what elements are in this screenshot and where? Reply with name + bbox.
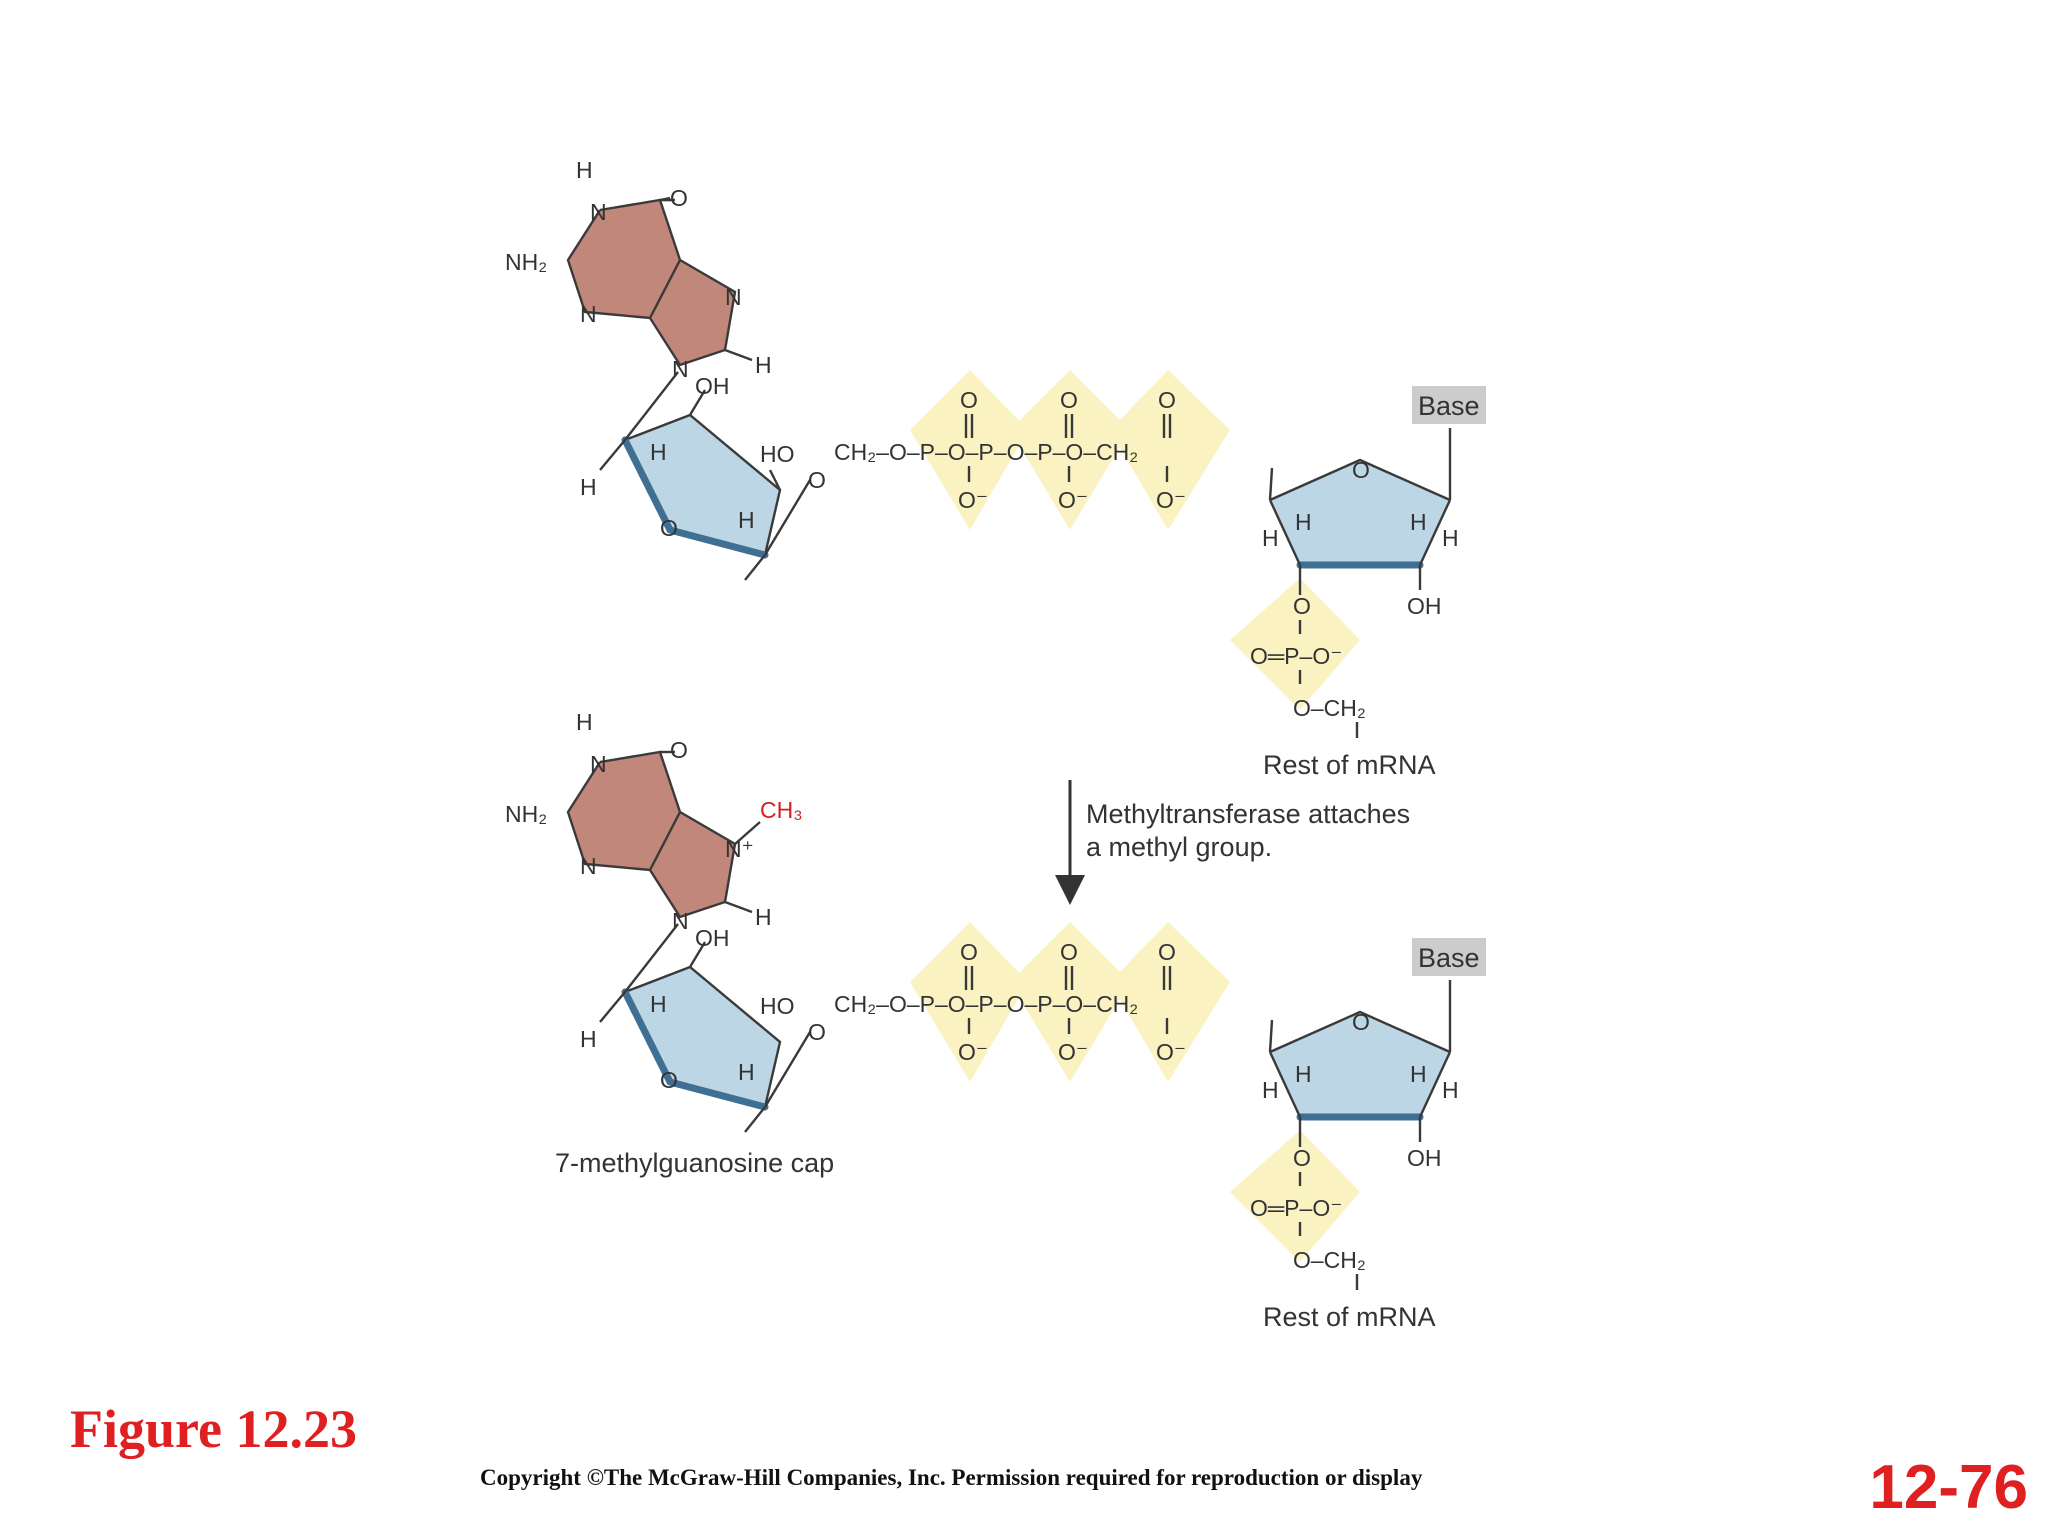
svg-text:O⁻: O⁻: [1058, 487, 1088, 513]
svg-text:O: O: [660, 1067, 678, 1093]
svg-text:H: H: [1262, 1077, 1279, 1103]
cap-ribose: OH H HO H H O O: [580, 923, 826, 1133]
base-label: Base: [1418, 943, 1480, 973]
phosphodiester-link: O O═P–O⁻ O–CH₂: [1250, 593, 1366, 738]
svg-text:OH: OH: [695, 925, 730, 951]
svg-text:O: O: [808, 467, 826, 493]
phosphate-highlight: [1010, 922, 1130, 1082]
svg-text:HO: HO: [760, 993, 795, 1019]
copyright-notice: Copyright ©The McGraw-Hill Companies, In…: [480, 1465, 1423, 1490]
svg-text:O: O: [670, 185, 688, 211]
svg-text:H: H: [1410, 1061, 1427, 1087]
svg-text:O: O: [1293, 593, 1311, 619]
svg-text:H: H: [1410, 509, 1427, 535]
svg-text:O: O: [1352, 1009, 1370, 1035]
svg-text:OH: OH: [1407, 1145, 1442, 1171]
svg-text:O: O: [1060, 939, 1078, 965]
svg-text:H: H: [755, 352, 772, 378]
svg-text:O: O: [1293, 1145, 1311, 1171]
svg-text:OH: OH: [695, 373, 730, 399]
svg-text:H: H: [580, 1026, 597, 1052]
methyl-group-label: CH₃: [760, 797, 803, 823]
svg-text:O: O: [808, 1019, 826, 1045]
svg-text:NH₂: NH₂: [505, 249, 547, 275]
phosphodiester-link: O O═P–O⁻ O–CH₂: [1250, 1145, 1366, 1290]
svg-text:CH₂–O–P–O–P–O–P–O–CH₂: CH₂–O–P–O–P–O–P–O–CH₂: [834, 991, 1138, 1017]
svg-text:O⁻: O⁻: [1156, 487, 1186, 513]
svg-text:HO: HO: [760, 441, 795, 467]
svg-text:N: N: [725, 284, 742, 310]
svg-text:H: H: [1442, 525, 1459, 551]
svg-text:H: H: [1442, 1077, 1459, 1103]
triphosphate-chain: CH₂–O–P–O–P–O–P–O–CH₂ O O O O⁻ O⁻ O⁻: [834, 939, 1186, 1065]
triphosphate-bridge: [910, 370, 1230, 530]
mrna-ribose: O H H H H OH: [1262, 980, 1459, 1171]
svg-text:N: N: [580, 853, 597, 879]
svg-text:H: H: [1295, 509, 1312, 535]
svg-text:H: H: [1262, 525, 1279, 551]
svg-text:H: H: [576, 157, 593, 183]
step-label-line2: a methyl group.: [1086, 832, 1272, 862]
svg-text:O: O: [960, 939, 978, 965]
base-label: Base: [1418, 391, 1480, 421]
rest-of-mrna-label: Rest of mRNA: [1263, 1302, 1436, 1332]
figure-label: Figure 12.23: [70, 1399, 357, 1459]
svg-text:H: H: [755, 904, 772, 930]
svg-text:O: O: [1060, 387, 1078, 413]
svg-text:N⁺: N⁺: [725, 836, 754, 862]
svg-text:NH₂: NH₂: [505, 801, 547, 827]
svg-text:H: H: [738, 507, 755, 533]
slide-number: 12-76: [1869, 1453, 2028, 1522]
svg-text:H: H: [1295, 1061, 1312, 1087]
svg-text:O⁻: O⁻: [1058, 1039, 1088, 1065]
bottom-structure: H N O NH₂ N N⁺ H N CH₃ OH H HO H H O: [505, 709, 1486, 1332]
base-box: [1412, 386, 1486, 424]
svg-text:H: H: [650, 439, 667, 465]
svg-text:O: O: [960, 387, 978, 413]
top-structure: H N O NH₂ N N H N OH H HO H H O: [505, 157, 1486, 780]
svg-text:O–CH₂: O–CH₂: [1293, 1247, 1366, 1273]
svg-text:CH₂–O–P–O–P–O–P–O–CH₂: CH₂–O–P–O–P–O–P–O–CH₂: [834, 439, 1138, 465]
svg-text:O═P–O⁻: O═P–O⁻: [1250, 643, 1342, 669]
svg-text:H: H: [580, 474, 597, 500]
svg-text:O⁻: O⁻: [1156, 1039, 1186, 1065]
phosphate-highlight: [1010, 370, 1130, 530]
phosphate-highlight: [1110, 370, 1230, 530]
svg-text:O: O: [670, 737, 688, 763]
svg-text:O═P–O⁻: O═P–O⁻: [1250, 1195, 1342, 1221]
rest-of-mrna-label: Rest of mRNA: [1263, 750, 1436, 780]
base-box: [1412, 938, 1486, 976]
phosphate-highlight: [1230, 578, 1360, 710]
svg-text:N: N: [580, 301, 597, 327]
svg-text:N: N: [590, 199, 607, 225]
phosphate-highlight: [1230, 1130, 1360, 1262]
svg-text:H: H: [738, 1059, 755, 1085]
cap-label: 7-methylguanosine cap: [555, 1148, 834, 1178]
svg-text:O: O: [1158, 939, 1176, 965]
svg-text:O: O: [1352, 457, 1370, 483]
phosphate-highlight: [1110, 922, 1230, 1082]
mrna-ribose: O H H H H OH: [1262, 428, 1459, 619]
svg-text:O⁻: O⁻: [958, 487, 988, 513]
phosphate-highlight: [910, 922, 1028, 1082]
guanine-base: H N O NH₂ N N H N: [505, 157, 772, 382]
svg-text:OH: OH: [1407, 593, 1442, 619]
svg-text:O⁻: O⁻: [958, 1039, 988, 1065]
triphosphate-chain: CH₂–O–P–O–P–O–P–O–CH₂ O O O O⁻ O⁻ O⁻: [834, 387, 1186, 513]
svg-text:H: H: [576, 709, 593, 735]
methylguanine-base: H N O NH₂ N N⁺ H N CH₃: [505, 709, 803, 934]
cap-ribose: OH H HO H H O O: [580, 371, 826, 581]
svg-text:N: N: [590, 751, 607, 777]
svg-text:H: H: [650, 991, 667, 1017]
step-label-line1: Methyltransferase attaches: [1086, 799, 1410, 829]
triphosphate-bridge: [910, 922, 1230, 1082]
svg-text:O: O: [660, 515, 678, 541]
svg-text:O: O: [1158, 387, 1176, 413]
phosphate-highlight: [910, 370, 1028, 530]
svg-text:O–CH₂: O–CH₂: [1293, 695, 1366, 721]
